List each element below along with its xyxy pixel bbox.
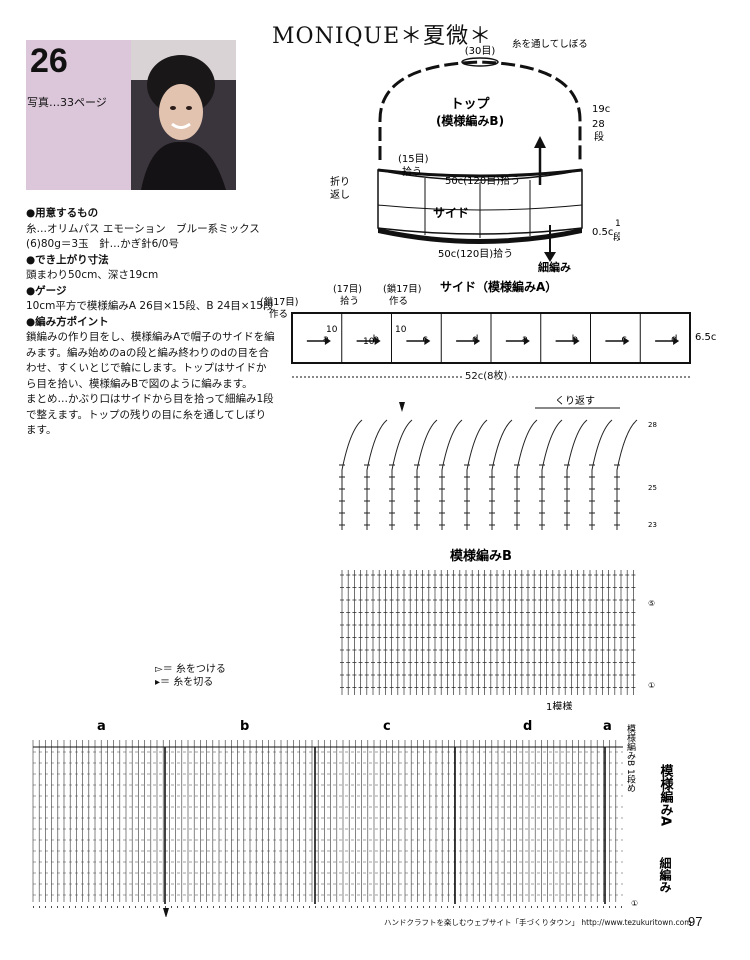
chain-17b-note: (鎖17目) [383, 283, 422, 295]
pattern-a-label: 模様編みA [658, 763, 674, 826]
chart-b-stitch-column [541, 419, 563, 530]
side-diagram: サイド（模様編みA） (鎖17目) 作る (17目) 拾う (鎖17目) 作る … [260, 279, 716, 385]
top-rows: 28 [592, 119, 605, 130]
gauge-text: 10cm平方で模様編みA 26目×15段、B 24目×15段 [26, 300, 274, 312]
fold-label-a: 折り [330, 175, 350, 188]
pickup-top: 50c(120目)拾う [445, 174, 520, 187]
legend-cut: ▸＝ 糸を切る [155, 677, 214, 688]
top-dan: 段 [594, 130, 604, 143]
side-cell-arrowhead [474, 337, 481, 345]
chart-pattern-a: a b c d a 模様編みB 1段め 模様編みA 細編み ① [32, 719, 674, 917]
pickup-bottom: 50c(120目)拾う [438, 247, 513, 260]
model-photo [131, 40, 236, 190]
side-height: 6.5c [695, 332, 716, 343]
row-28-mark: 28 [648, 421, 657, 429]
chain-17b-make: 作る [389, 295, 408, 307]
chart-b-stitch-column [491, 419, 513, 530]
pick-17-label: 拾う [340, 295, 359, 307]
side-diagram-title: サイド（模様編みA） [440, 279, 557, 294]
chart-b-stitch-column [366, 419, 388, 530]
chart-a-label-d: d [523, 719, 532, 734]
pattern-number: 26 [30, 42, 68, 80]
side-cell-arrowhead [374, 337, 381, 345]
side-cell-arrowhead [523, 337, 530, 345]
thread-note: 糸を通してしぼる [512, 38, 588, 50]
chart-b-stitch-column [341, 419, 363, 530]
row-25-mark: 25 [648, 484, 657, 492]
rows-c: 10 [395, 325, 407, 335]
chart-b-stitch-column [466, 419, 488, 530]
side-label: サイド [433, 206, 469, 220]
side-cell-arrowhead [424, 337, 431, 345]
row-23-mark: 23 [648, 521, 657, 529]
chart-b-stitch-column [416, 419, 438, 530]
sc-label: 細編み [658, 856, 672, 893]
brim-height: 0.5c [592, 227, 613, 238]
hat-diagram: (30目) 糸を通してしぼる トップ (模様編みB) 19c 28 段 (15目… [330, 38, 620, 274]
chart-b-stitch-column [441, 419, 463, 530]
legend-attach: ▻＝ 糸をつける [155, 664, 226, 675]
chart-b-stitch-column [591, 419, 613, 530]
chart-a-label-a2: a [603, 719, 612, 734]
points-text: 鎖編みの作り目をし、模様編みAで帽子のサイドを編みます。編み始めのaの段と編み終… [26, 331, 275, 390]
rows-b: 10 [363, 337, 375, 347]
pick-17-note: (17目) [333, 284, 362, 295]
finishing-text: まとめ…かぶり口はサイドから目を拾って細編み1段で整えます。トップの残りの目に糸… [26, 393, 274, 436]
side-cell-arrowhead [673, 337, 680, 345]
pickup-15: (15目) [398, 154, 429, 165]
repeat-label: くり返す [555, 395, 595, 407]
chain-17-note: (鎖17目) [260, 296, 299, 308]
brim-rows: 1 [615, 219, 620, 229]
pickup-15-label: 拾う [402, 165, 422, 178]
fold-label-b: 返し [330, 189, 350, 201]
chart-a-label-c: c [383, 719, 391, 734]
chart-b-stitch-column [616, 419, 638, 530]
side-cell-arrowhead [623, 337, 630, 345]
chart-b-stitch-column [566, 419, 588, 530]
row-1-mark: ① [648, 681, 655, 690]
legend: ▻＝ 糸をつける ▸＝ 糸を切る [155, 663, 226, 689]
top-sub-label: (模様編みB) [436, 113, 504, 128]
single-crochet-label: 細編み [538, 260, 571, 274]
brim-dan: 段 [613, 231, 620, 243]
side-cell-arrowhead [324, 337, 331, 345]
top-stitch-count: (30目) [465, 46, 496, 57]
chart-b-stitch-column [516, 419, 538, 530]
chart-b-stitch-column [391, 419, 413, 530]
top-height: 19c [592, 104, 610, 115]
row-5-mark: ⑤ [648, 599, 655, 608]
chart-a-label-a1: a [97, 719, 106, 734]
heading-points: 編み方ポイント [26, 315, 276, 331]
page-number: 97 [688, 914, 703, 929]
rows-a: 10 [326, 325, 338, 335]
photo-reference: 写真…33ページ [27, 96, 107, 109]
instructions: 用意するもの 糸…オリムパス エモーション ブルー系ミックス(6)80g＝3玉 … [26, 206, 276, 439]
pattern-b-title: 模様編みB [450, 548, 512, 564]
one-pattern-label: 1模様 [546, 700, 572, 710]
side-cell-arrowhead [573, 337, 580, 345]
heading-size: でき上がり寸法 [26, 253, 276, 269]
size-text: 頭まわり50cm、深さ19cm [26, 269, 159, 281]
chart-a-row-1: ① [631, 899, 638, 908]
page-title: MONIQUE＊夏微＊ [272, 24, 493, 49]
footer-site: ハンドクラフトを楽しむウェブサイト「手づくりタウン」 http://www.te… [384, 918, 692, 927]
chain-17-make: 作る [269, 308, 288, 320]
heading-materials: 用意するもの [26, 206, 276, 222]
chart-pattern-b: くり返す 28 25 23 ⑤ ① 模様編みB 1模様 [339, 395, 657, 710]
heading-gauge: ゲージ [26, 284, 276, 300]
row-1-note: 模様編みB 1段め [625, 724, 636, 793]
chart-a-label-b: b [240, 719, 249, 734]
side-width: 52c(8枚) [465, 369, 507, 382]
top-label: トップ [450, 97, 490, 112]
materials-text: 糸…オリムパス エモーション ブルー系ミックス(6)80g＝3玉 針…かぎ針6/… [26, 222, 260, 251]
